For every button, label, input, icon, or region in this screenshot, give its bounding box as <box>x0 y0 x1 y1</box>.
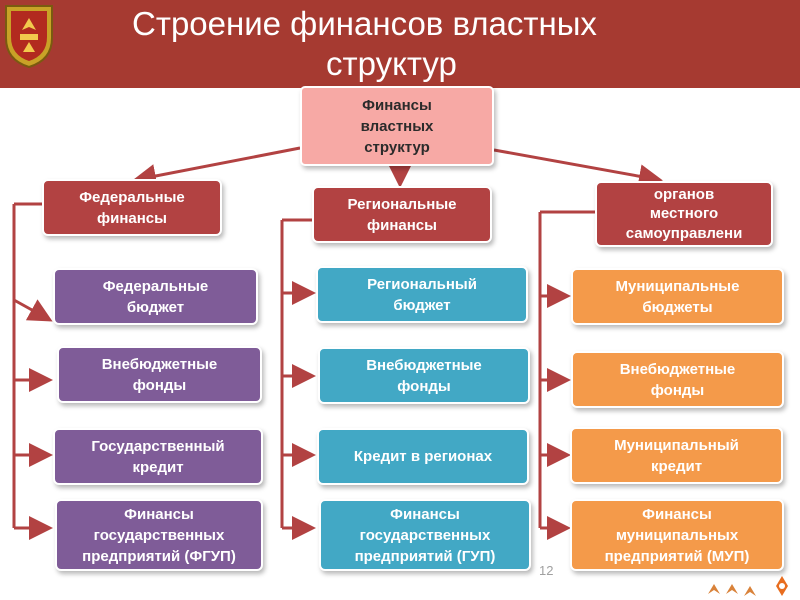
regional-enterprises-node: Финансы государственных предприятий (ГУП… <box>319 499 531 571</box>
municipal-enterprises-node: Финансы муниципальных предприятий (МУП) <box>570 499 784 571</box>
crest-icon <box>5 5 53 69</box>
ornament-icon <box>708 576 788 596</box>
regional-enterprises-label: Финансы государственных предприятий (ГУП… <box>354 505 496 565</box>
federal-extrabudget-funds-node: Внебюджетные фонды <box>57 346 262 403</box>
regional-credit-node: Кредит в регионах <box>317 428 529 485</box>
federal-budget-node: Федеральные бюджет <box>53 268 258 325</box>
municipal-extrabudget-funds-label: Внебюджетные фонды <box>619 360 736 399</box>
local-finances-header: Финансы органов местного самоуправлени я <box>595 181 773 247</box>
local-finances-label: Финансы органов местного самоуправлени я <box>625 183 743 245</box>
root-node: Финансы властных структур <box>300 86 494 166</box>
municipal-budgets-node: Муниципальные бюджеты <box>571 268 784 325</box>
municipal-extrabudget-funds-node: Внебюджетные фонды <box>571 351 784 408</box>
regional-extrabudget-funds-node: Внебюджетные фонды <box>318 347 530 404</box>
page-number: 12 <box>539 563 554 578</box>
federal-enterprises-node: Финансы государственных предприятий (ФГУ… <box>55 499 263 571</box>
regional-extrabudget-funds-label: Внебюджетные фонды <box>366 356 482 395</box>
page-title-line-2: структур <box>326 45 457 82</box>
root-node-label: Финансы властных структур <box>360 96 434 156</box>
regional-budget-label: Региональный бюджет <box>367 275 477 314</box>
state-credit-node: Государственный кредит <box>53 428 263 485</box>
federal-finances-label: Федеральные финансы <box>79 188 185 227</box>
federal-extrabudget-funds-label: Внебюджетные фонды <box>101 355 218 394</box>
page-title-line-1: Строение финансов властных <box>132 5 597 42</box>
regional-budget-node: Региональный бюджет <box>316 266 528 323</box>
municipal-credit-node: Муниципальный кредит <box>570 427 783 484</box>
regional-finances-header: Региональные финансы <box>312 186 492 243</box>
federal-finances-header: Федеральные финансы <box>42 179 222 236</box>
regional-finances-label: Региональные финансы <box>347 195 457 234</box>
federal-budget-label: Федеральные бюджет <box>102 277 209 316</box>
municipal-enterprises-label: Финансы муниципальных предприятий (МУП) <box>604 505 750 565</box>
municipal-budgets-label: Муниципальные бюджеты <box>615 277 740 316</box>
municipal-credit-label: Муниципальный кредит <box>614 436 739 475</box>
title-bar: Строение финансов властных структур <box>0 0 800 88</box>
state-credit-label: Государственный кредит <box>91 437 225 476</box>
federal-enterprises-label: Финансы государственных предприятий (ФГУ… <box>82 505 236 565</box>
regional-credit-label: Кредит в регионах <box>353 448 493 465</box>
